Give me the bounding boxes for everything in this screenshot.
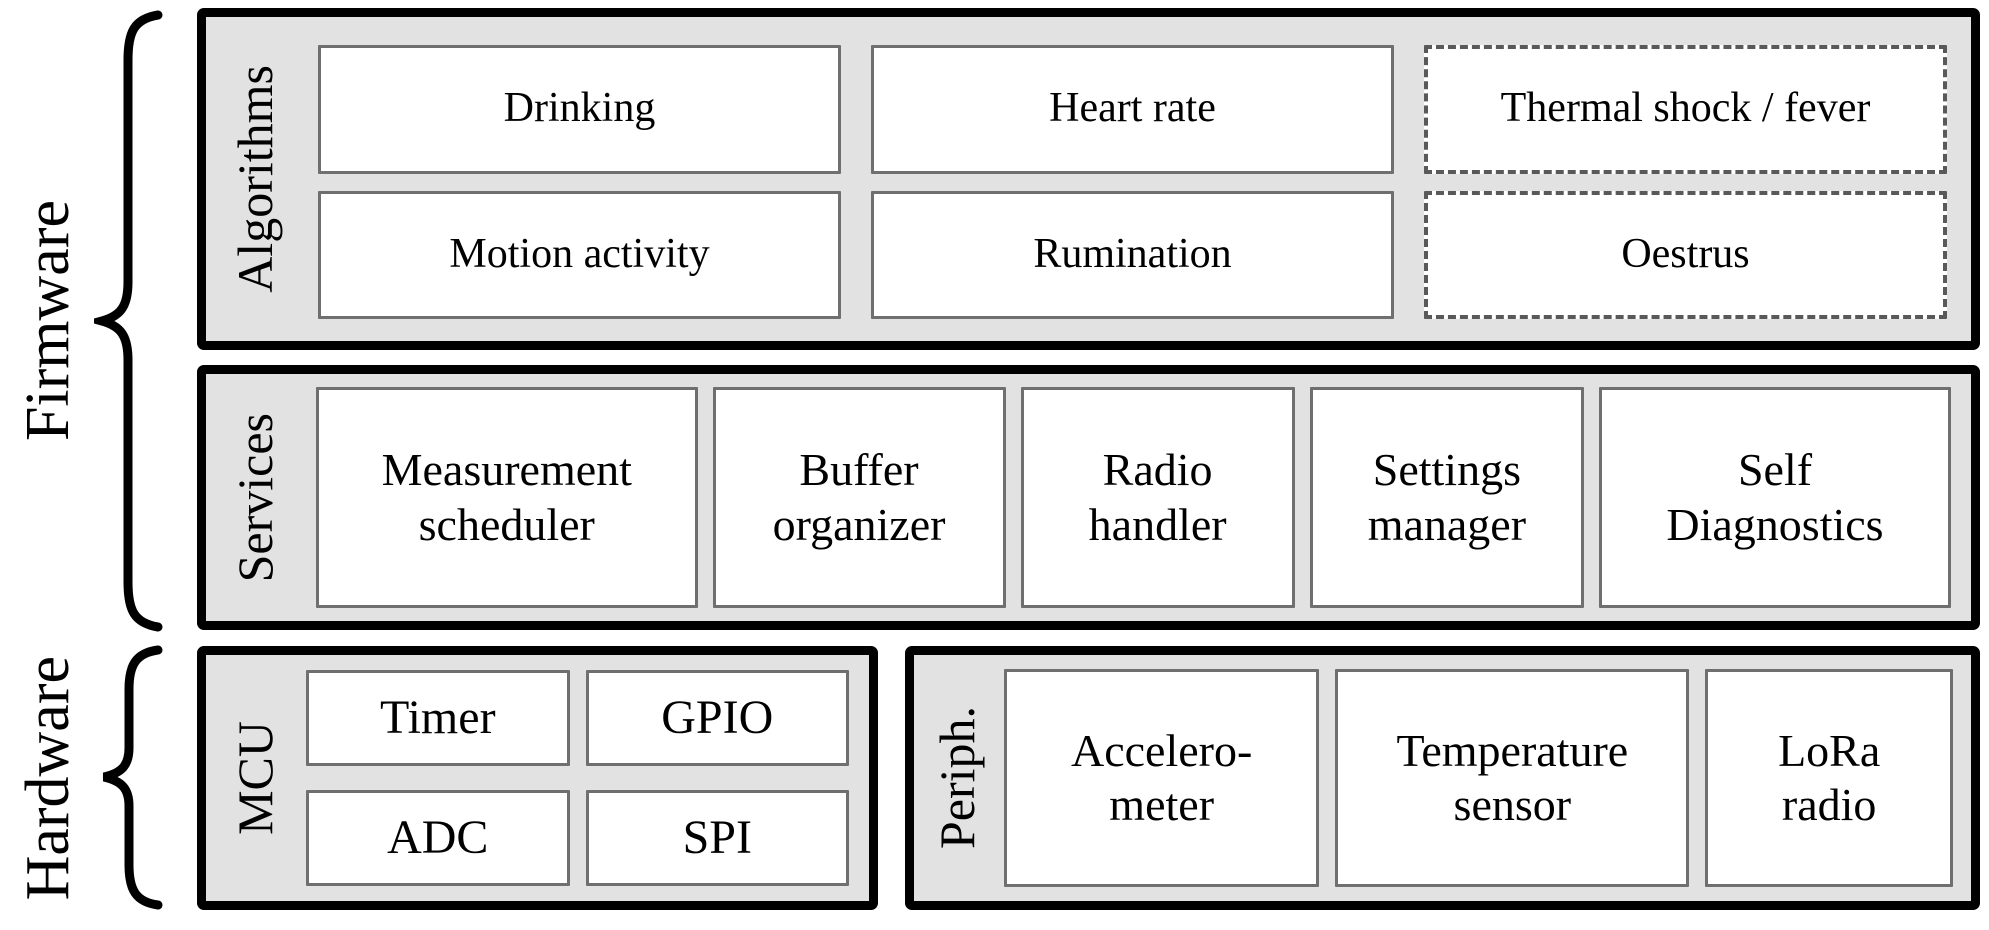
peripherals-label-column: Periph. [914,655,1000,901]
mcu-box-adc: ADC [306,790,570,886]
algorithms-grid: Drinking Heart rate Thermal shock / feve… [304,17,1971,341]
service-box-self-diagnostics: Self Diagnostics [1598,387,1951,608]
peripheral-box-temperature-sensor: Temperature sensor [1335,669,1690,887]
service-box-settings-manager: Settings manager [1309,387,1584,608]
services-label-column: Services [206,374,304,621]
algorithms-label-column: Algorithms [206,17,304,341]
hardware-group-label: Hardware [14,655,82,901]
algorithms-section: Algorithms Drinking Heart rate Thermal s… [197,8,1980,350]
mcu-label-column: MCU [206,655,304,901]
services-row: Measurement scheduler Buffer organizer R… [304,374,1971,621]
mcu-box-gpio: GPIO [585,670,849,766]
mcu-section-label: MCU [227,721,283,835]
algorithm-box-rumination: Rumination [871,190,1394,319]
peripheral-box-lora-radio: LoRa radio [1705,669,1953,887]
algorithm-box-heart-rate: Heart rate [871,45,1394,174]
algorithm-box-thermal-shock-fever: Thermal shock / fever [1424,45,1947,174]
services-section: Services Measurement scheduler Buffer or… [197,365,1980,630]
service-box-radio-handler: Radio handler [1020,387,1295,608]
mcu-grid: Timer GPIO ADC SPI [304,655,869,901]
firmware-group: Firmware [0,10,96,632]
algorithm-box-motion-activity: Motion activity [318,190,841,319]
firmware-group-label: Firmware [14,200,82,442]
algorithm-box-drinking: Drinking [318,45,841,174]
peripheral-box-accelerometer: Accelero- meter [1004,669,1320,887]
service-box-measurement-scheduler: Measurement scheduler [316,387,698,608]
algorithm-box-oestrus: Oestrus [1424,190,1947,319]
peripherals-section-label: Periph. [929,706,985,850]
hardware-brace [102,645,163,910]
firmware-brace [94,10,163,632]
mcu-box-spi: SPI [585,790,849,886]
peripherals-section: Periph. Accelero- meter Temperature sens… [905,646,1980,910]
peripherals-row: Accelero- meter Temperature sensor LoRa … [1000,655,1971,901]
services-section-label: Services [227,412,283,583]
hardware-row: MCU Timer GPIO ADC SPI Periph. Accelero-… [197,646,1980,910]
mcu-section: MCU Timer GPIO ADC SPI [197,646,878,910]
algorithms-section-label: Algorithms [227,65,283,293]
hardware-group: Hardware [0,642,96,914]
diagram-body: Algorithms Drinking Heart rate Thermal s… [197,8,1980,910]
mcu-box-timer: Timer [306,670,570,766]
service-box-buffer-organizer: Buffer organizer [712,387,1006,608]
